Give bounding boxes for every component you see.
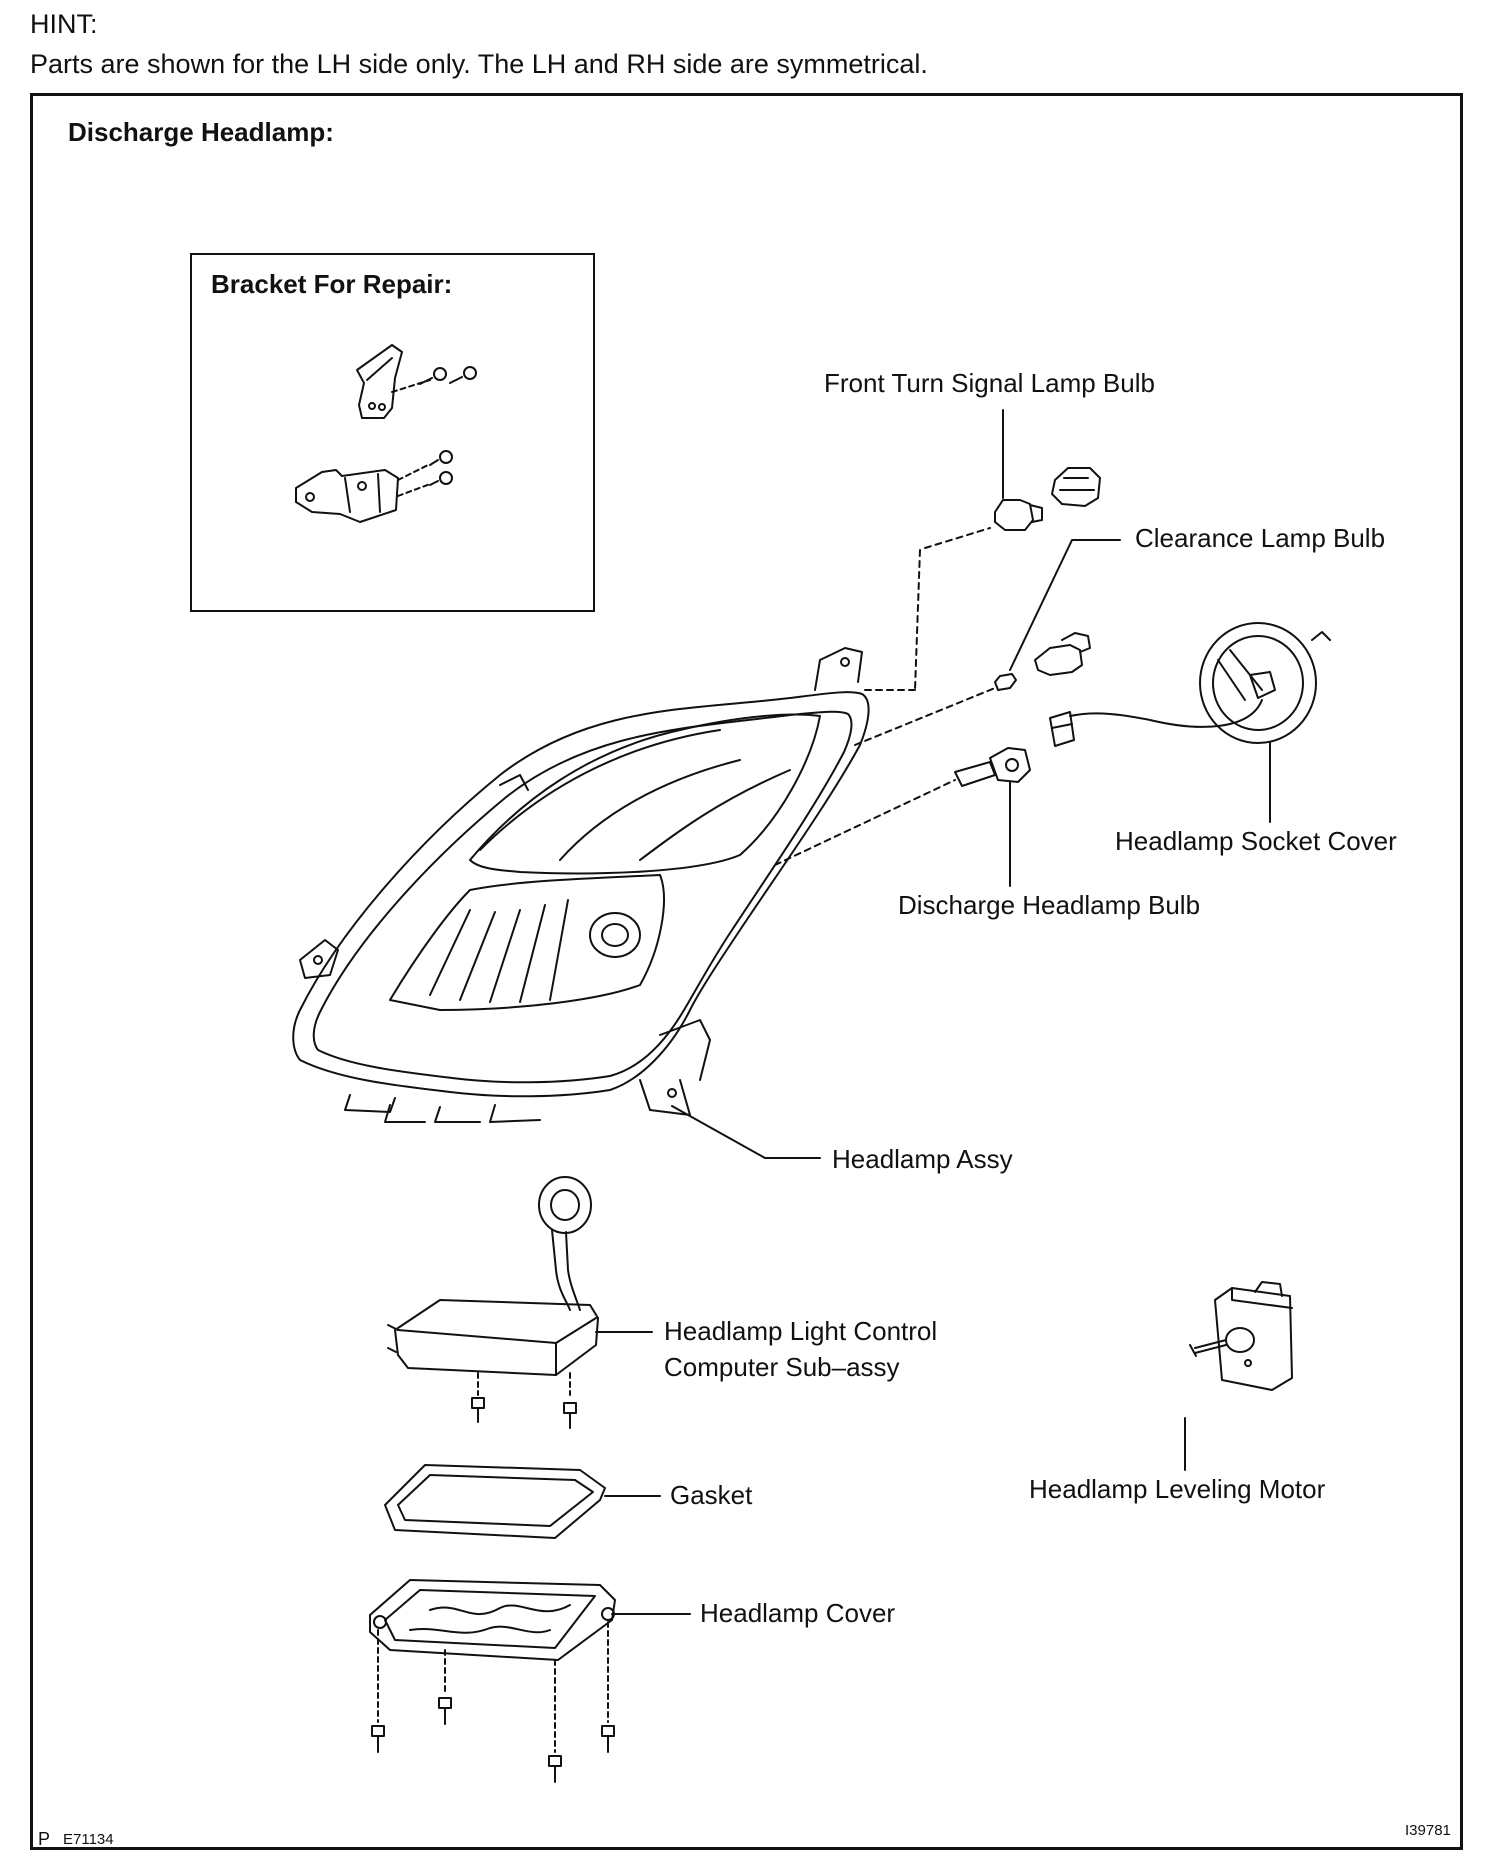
figure-code-right: I39781 [1405, 1822, 1451, 1839]
repair-bracket-lower [295, 450, 453, 523]
hint-title: HINT: [30, 9, 98, 39]
headlamp-light-control-computer [387, 1176, 653, 1429]
headlamp-socket-cover [1049, 622, 1331, 823]
headlamp-assy [292, 647, 870, 1123]
label-headlamp-socket-cover: Headlamp Socket Cover [1115, 826, 1397, 856]
label-headlamp-cover: Headlamp Cover [700, 1598, 896, 1628]
front-turn-signal-lamp-bulb [859, 409, 1101, 691]
diagram-frame [30, 93, 1463, 1850]
inset-title: Bracket For Repair: [211, 269, 453, 299]
gasket-part [384, 1464, 661, 1539]
figure-code-left: E71134 [63, 1831, 114, 1848]
label-headlamp-leveling-motor: Headlamp Leveling Motor [1029, 1474, 1326, 1504]
label-headlamp-light-control-line1: Headlamp Light Control [664, 1316, 938, 1346]
section-title: Discharge Headlamp: [68, 117, 334, 147]
hint-text: Parts are shown for the LH side only. Th… [30, 49, 928, 79]
label-clearance-lamp-bulb: Clearance Lamp Bulb [1135, 523, 1386, 553]
bracket-inset [190, 253, 595, 612]
headlamp-assy-leader [671, 1105, 821, 1159]
label-discharge-headlamp-bulb: Discharge Headlamp Bulb [898, 890, 1201, 920]
label-headlamp-assy: Headlamp Assy [832, 1144, 1013, 1174]
label-front-turn-signal-lamp-bulb: Front Turn Signal Lamp Bulb [824, 368, 1155, 398]
label-gasket: Gasket [670, 1480, 753, 1510]
repair-bracket-upper [356, 344, 477, 419]
clearance-lamp-bulb [854, 539, 1121, 746]
code-prefix: P [38, 1829, 51, 1849]
headlamp-leveling-motor [1184, 1281, 1293, 1471]
discharge-headlamp-bulb [774, 747, 1031, 887]
label-headlamp-light-control-line2: Computer Sub–assy [664, 1352, 900, 1382]
headlamp-cover-part [369, 1579, 691, 1783]
